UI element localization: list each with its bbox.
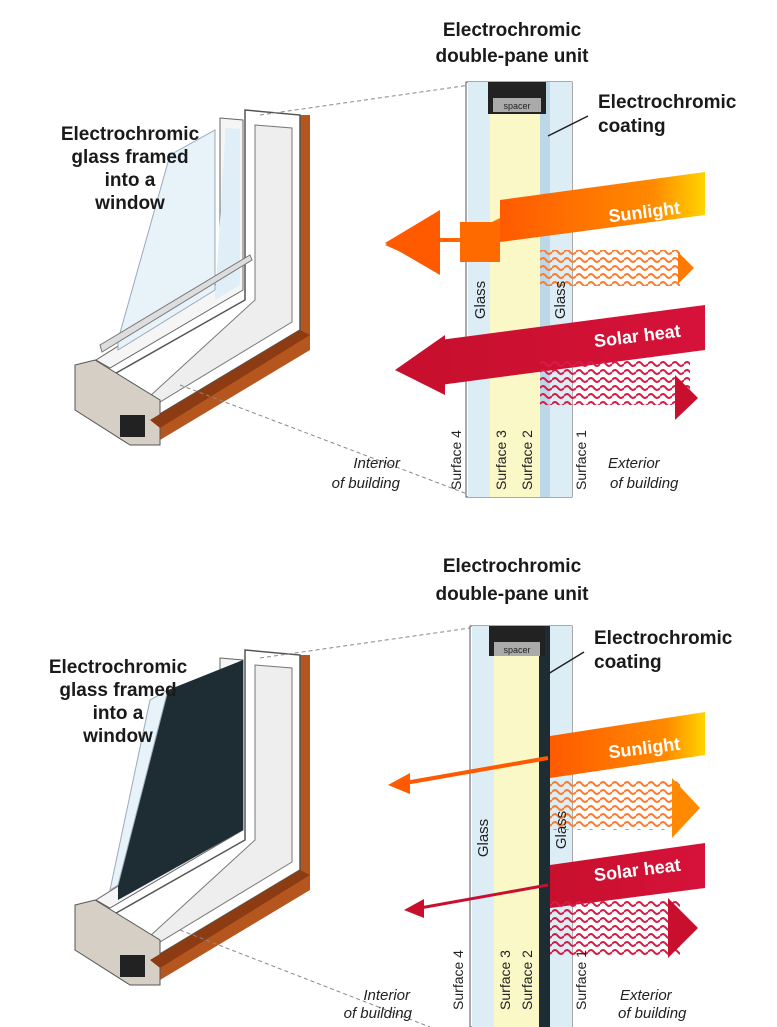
unit-title-line1: Electrochromic [443, 20, 582, 41]
solar-heat-transmitted-head [404, 899, 424, 918]
glass-pane-interior [472, 626, 494, 1027]
coating-dark [539, 626, 550, 1027]
window-caption-line4: window [94, 193, 165, 214]
sunlight-transmitted-line [404, 756, 549, 785]
frame-bottom-wood [150, 870, 310, 968]
glass-label-left: Glass [472, 281, 489, 319]
leader-top [259, 84, 471, 116]
spacer-label-box [494, 642, 540, 656]
glass-pane-interior [468, 82, 490, 497]
sunlight-arrow-tinted: Sunlight [388, 712, 705, 838]
surface3-label: Surface 3 [497, 950, 513, 1010]
glass-pane-clear [215, 128, 240, 300]
sunlight-arrow-head [385, 210, 440, 275]
exterior-label-line2: of building [610, 475, 679, 492]
window-caption-line2: glass framed [71, 147, 188, 168]
window-caption-line3: into a [93, 703, 144, 724]
window-caption-line2: glass framed [59, 680, 176, 701]
unit-title-line2: double-pane unit [435, 584, 589, 605]
coating-label-line2: coating [594, 652, 662, 673]
muntin [99, 254, 253, 353]
sill-dark [120, 955, 145, 977]
solar-heat-arrow-body [440, 305, 705, 385]
sunlight-arrow: Sunlight [385, 172, 705, 286]
interior-label-line2: of building [344, 1005, 413, 1022]
surface2-label: Surface 2 [519, 950, 535, 1010]
surface2-label: Surface 2 [519, 430, 535, 490]
glass-label-right: Glass [552, 281, 569, 319]
solar-heat-arrow-head [395, 335, 445, 395]
sill-dark [120, 415, 145, 437]
glass-pane-edge [109, 688, 169, 892]
interior-label-line1: Interior [363, 987, 411, 1004]
interior-label-line2: of building [332, 475, 401, 492]
solar-heat-arrow-body [550, 843, 705, 908]
surface1-label: Surface 1 [573, 950, 589, 1010]
panel-tinted-svg: Electrochromic glass framed into a windo… [49, 556, 733, 1027]
window-frame-illustration [74, 84, 471, 496]
solar-heat-waves [540, 360, 690, 405]
interior-label-line1: Interior [353, 455, 401, 472]
solar-heat-arrow: Solar heat [395, 305, 705, 420]
sunlight-waves [550, 780, 680, 830]
exterior-label-line2: of building [618, 1005, 687, 1022]
surface4-label: Surface 4 [448, 430, 464, 490]
gas-gap [494, 626, 540, 1027]
double-pane-unit: spacer [465, 81, 573, 498]
sunlight-arrow-body [500, 172, 705, 242]
window-frame-illustration-tinted [74, 627, 471, 1027]
frame-bottom-wood [150, 330, 310, 428]
sunlight-arrow-body [550, 712, 705, 778]
solar-heat-arrow-tinted: Solar heat [404, 843, 705, 958]
window-caption-line1: Electrochromic [61, 124, 200, 145]
coating-label-line1: Electrochromic [594, 628, 733, 649]
diagram-panel-tinted: Electrochromic glass framed into a windo… [0, 540, 777, 1027]
surface1-label: Surface 1 [573, 430, 589, 490]
coating-label-line2: coating [598, 116, 666, 137]
spacer-label-box [493, 98, 541, 112]
leader-top [259, 627, 471, 659]
gas-gap [490, 82, 542, 497]
exterior-label-line1: Exterior [608, 455, 661, 472]
sunlight-waves [540, 250, 680, 286]
surface4-label: Surface 4 [450, 950, 466, 1010]
unit-title-line1: Electrochromic [443, 556, 582, 577]
sunlight-reflect-head [678, 252, 694, 284]
sunlight-arrow-bridge [460, 222, 500, 262]
diagram-panel-clear: Electrochromic glass framed into a windo… [0, 0, 777, 510]
window-caption-line3: into a [105, 170, 156, 191]
coating-label-line1: Electrochromic [598, 92, 737, 113]
unit-title-line2: double-pane unit [435, 46, 589, 67]
spacer-label: spacer [503, 101, 530, 111]
spacer-label: spacer [503, 645, 530, 655]
coating-clear [540, 82, 550, 497]
sunlight-reflect-head [672, 778, 700, 838]
solar-heat-reflect-head [675, 375, 698, 420]
exterior-label-line1: Exterior [620, 987, 673, 1004]
coating-pointer [547, 651, 585, 675]
solar-heat-reflect-head [668, 898, 698, 958]
glass-label-right: Glass [553, 811, 570, 849]
glass-pane-tinted [118, 660, 243, 900]
panel-clear-svg: Electrochromic glass framed into a windo… [61, 20, 737, 498]
window-caption-line1: Electrochromic [49, 657, 188, 678]
surface3-label: Surface 3 [493, 430, 509, 490]
solar-heat-transmitted-line [419, 883, 549, 910]
glass-label-left: Glass [475, 819, 492, 857]
leader-bottom [179, 384, 471, 496]
coating-pointer [547, 115, 589, 137]
solar-heat-waves [550, 900, 680, 955]
sunlight-transmitted-head [388, 773, 410, 794]
window-caption-line4: window [82, 726, 153, 747]
leader-bottom [179, 929, 431, 1027]
